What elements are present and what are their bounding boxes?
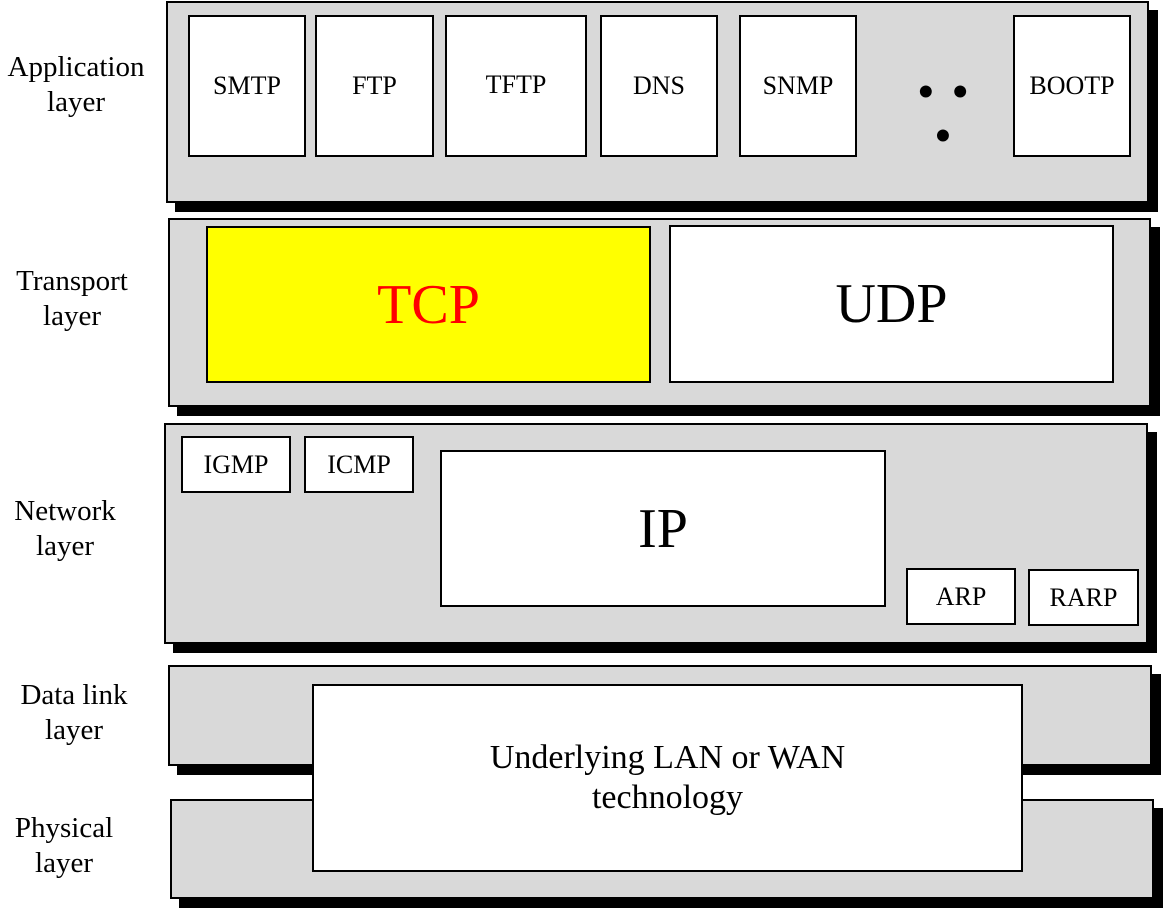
protocol-rarp: RARP [1028, 569, 1139, 626]
protocol-arp: ARP [906, 568, 1016, 625]
protocol-bootp: BOOTP [1013, 15, 1131, 157]
label-datalink-layer: Data link layer [0, 678, 149, 748]
protocol-dns: DNS [600, 15, 718, 157]
label-transport-layer: Transport layer [0, 264, 147, 334]
protocol-udp: UDP [669, 225, 1114, 383]
underlying-lan-wan-box: Underlying LAN or WAN technology [312, 684, 1023, 872]
protocol-tcp: TCP [206, 226, 651, 383]
protocol-tftp: TFTP [445, 15, 587, 157]
protocol-igmp: IGMP [181, 436, 291, 493]
underlying-line2: technology [591, 779, 744, 816]
more-protocols-ellipsis: • • • [918, 67, 972, 160]
protocol-icmp: ICMP [304, 436, 414, 493]
label-network-line1: Network [14, 495, 116, 527]
label-transport-line1: Transport [16, 265, 128, 297]
label-application-line1: Application [7, 51, 145, 83]
protocol-snmp: SNMP [739, 15, 857, 157]
label-transport-line2: layer [43, 300, 101, 332]
protocol-ip: IP [440, 450, 886, 607]
protocol-smtp: SMTP [188, 15, 306, 157]
label-datalink-line2: layer [45, 714, 103, 746]
label-physical-line1: Physical [14, 812, 114, 844]
label-application-layer: Application layer [1, 50, 151, 120]
label-network-line2: layer [36, 530, 94, 562]
label-network-layer: Network layer [0, 494, 140, 564]
label-physical-layer: Physical layer [0, 811, 139, 881]
label-application-line2: layer [47, 86, 105, 118]
protocol-ftp: FTP [315, 15, 434, 157]
label-datalink-line1: Data link [20, 679, 128, 711]
label-physical-line2: layer [35, 847, 93, 879]
underlying-line1: Underlying LAN or WAN [489, 739, 846, 776]
